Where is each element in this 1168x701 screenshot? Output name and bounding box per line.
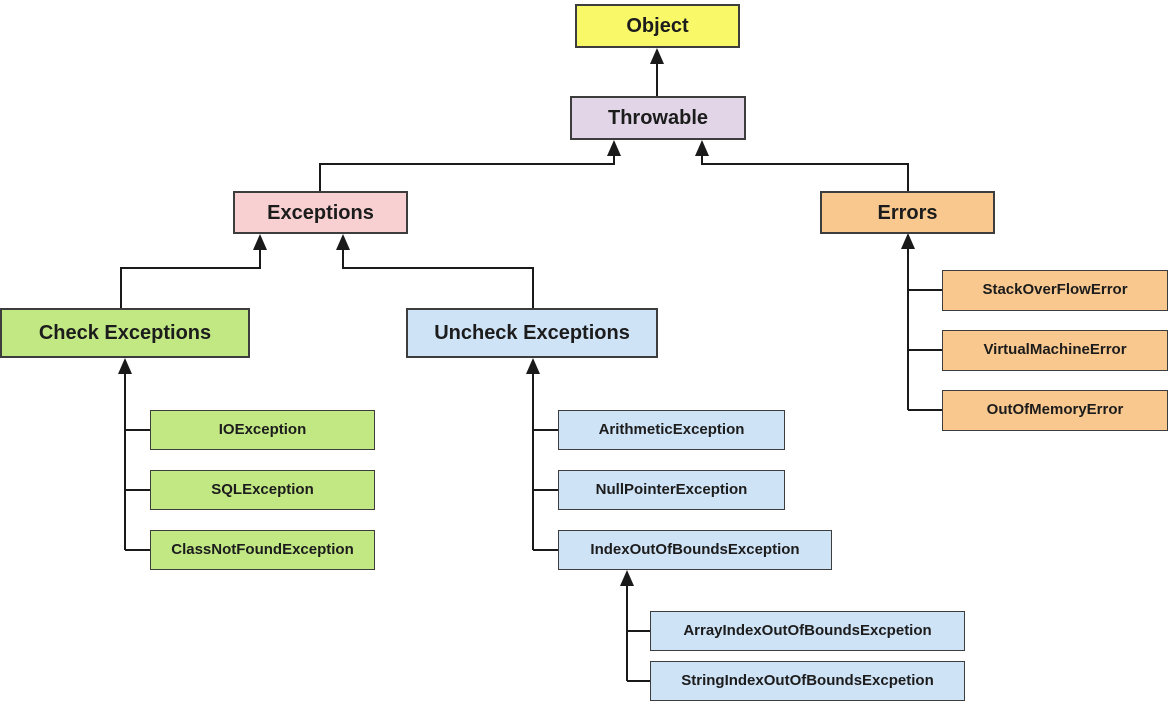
edge-check-children <box>118 358 150 551</box>
node-uncheck-exceptions: Uncheck Exceptions <box>406 308 658 358</box>
edge-check-exceptions <box>120 234 267 308</box>
node-array-index-out-of-bounds: ArrayIndexOutOfBoundsExcpetion <box>650 611 965 651</box>
edge-errors-children <box>901 233 942 411</box>
node-exceptions: Exceptions <box>233 191 408 234</box>
node-index-out-of-bounds-exception: IndexOutOfBoundsException <box>558 530 832 570</box>
edge-uncheck-exceptions <box>336 234 534 308</box>
node-throwable: Throwable <box>570 96 746 140</box>
edge-uncheck-children <box>526 358 558 551</box>
node-object: Object <box>575 4 740 48</box>
edge-errors-throwable <box>695 140 909 191</box>
edge-exceptions-throwable <box>319 140 621 191</box>
edge-throwable-object <box>650 48 664 96</box>
node-string-index-out-of-bounds: StringIndexOutOfBoundsExcpetion <box>650 661 965 701</box>
node-out-of-memory-error: OutOfMemoryError <box>942 390 1168 431</box>
node-virtual-machine-error: VirtualMachineError <box>942 330 1168 371</box>
node-null-pointer-exception: NullPointerException <box>558 470 785 510</box>
node-class-not-found-exception: ClassNotFoundException <box>150 530 375 570</box>
node-check-exceptions: Check Exceptions <box>0 308 250 358</box>
edge-indexoob-children <box>620 570 650 682</box>
node-io-exception: IOException <box>150 410 375 450</box>
node-arithmetic-exception: ArithmeticException <box>558 410 785 450</box>
node-sql-exception: SQLException <box>150 470 375 510</box>
node-errors: Errors <box>820 191 995 234</box>
node-stack-overflow-error: StackOverFlowError <box>942 270 1168 311</box>
